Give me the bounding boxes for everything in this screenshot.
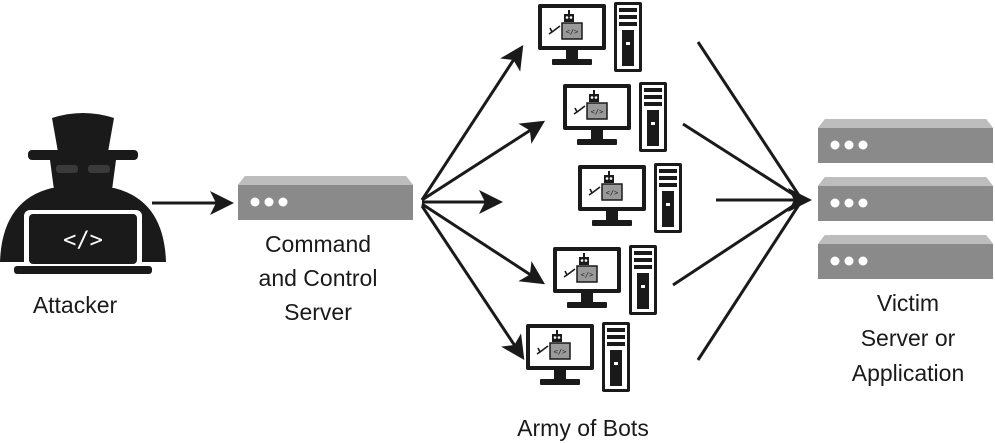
bots-to-victim-arrows [672, 41, 812, 361]
arrow-to-bot-4 [421, 202, 546, 285]
attacker-label: Attacker [33, 292, 118, 318]
line-from-bot-2 [682, 122, 803, 202]
victim-server-icon-1 [818, 119, 993, 163]
arrow-to-bot-5 [420, 205, 525, 360]
bots-label: Army of Bots [517, 415, 649, 441]
cnc-label-line-1: Command [265, 231, 371, 257]
line-from-bot-1 [696, 41, 804, 201]
bot-workstation-3 [578, 163, 683, 233]
victim-server-icon-3 [818, 235, 993, 279]
cnc-label-line-2: and Control [259, 265, 378, 291]
victim-label-line-3: Application [852, 360, 965, 386]
victim-label-line-1: Victim [877, 290, 939, 316]
cnc-label-line-3: Server [284, 299, 352, 325]
cnc-server-icon [238, 176, 413, 220]
bot-workstation-5 [526, 322, 631, 392]
line-from-bot-5 [696, 199, 804, 361]
line-from-bot-4 [672, 198, 803, 287]
arrow-to-bot-1 [420, 44, 524, 201]
bot-workstation-4 [553, 245, 658, 315]
victim-label-line-2: Server or [861, 325, 956, 351]
cnc-to-bots-arrows [420, 44, 546, 360]
laptop-code-text: </> [63, 228, 103, 253]
bot-workstation-2 [563, 82, 668, 152]
arrow-to-bot-2 [421, 120, 546, 202]
bot-workstation-1 [538, 2, 643, 72]
victim-server-icon-2 [818, 177, 993, 221]
attacker-icon: </> [0, 113, 166, 274]
